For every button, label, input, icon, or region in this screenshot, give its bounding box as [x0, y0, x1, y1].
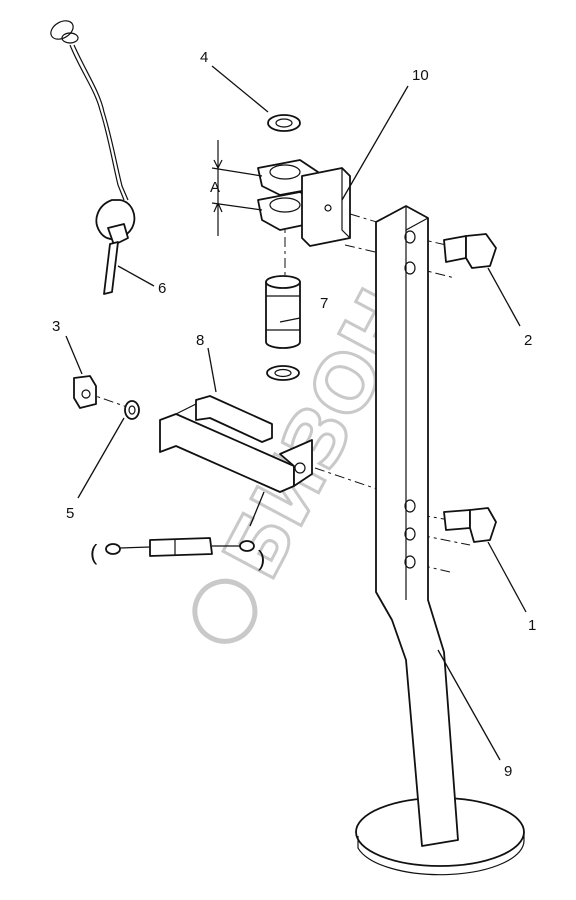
bracket-open: ( [90, 540, 98, 565]
dimension-a [211, 140, 263, 236]
callout-6: 6 [158, 280, 166, 297]
bracket-close: ) [258, 546, 265, 571]
callout-3: 3 [52, 318, 60, 335]
pivot-pin [265, 275, 301, 349]
parking-stand-leg [355, 205, 525, 876]
callout-2: 2 [524, 332, 532, 349]
callout-5: 5 [66, 505, 74, 522]
callout-7: 7 [320, 295, 328, 312]
leader-lines [65, 65, 527, 761]
lynch-pin-with-chain [50, 20, 136, 295]
square-nut [73, 375, 97, 409]
dimension-a-label: A [210, 179, 220, 196]
callout-8: 8 [196, 332, 204, 349]
clevis-bracket [257, 159, 351, 247]
washer [124, 400, 140, 420]
storage-holder [159, 395, 313, 493]
callout-9: 9 [504, 763, 512, 780]
watermark-logo-ring [192, 578, 258, 644]
callout-10: 10 [412, 67, 429, 84]
circlip-lower [266, 365, 300, 381]
bolt-upper [443, 233, 497, 269]
callout-4: 4 [200, 49, 208, 66]
callout-1: 1 [528, 617, 536, 634]
bolt-lower [443, 507, 497, 543]
optional-link-rod: ( ) [90, 537, 265, 571]
circlip-top [267, 114, 301, 132]
